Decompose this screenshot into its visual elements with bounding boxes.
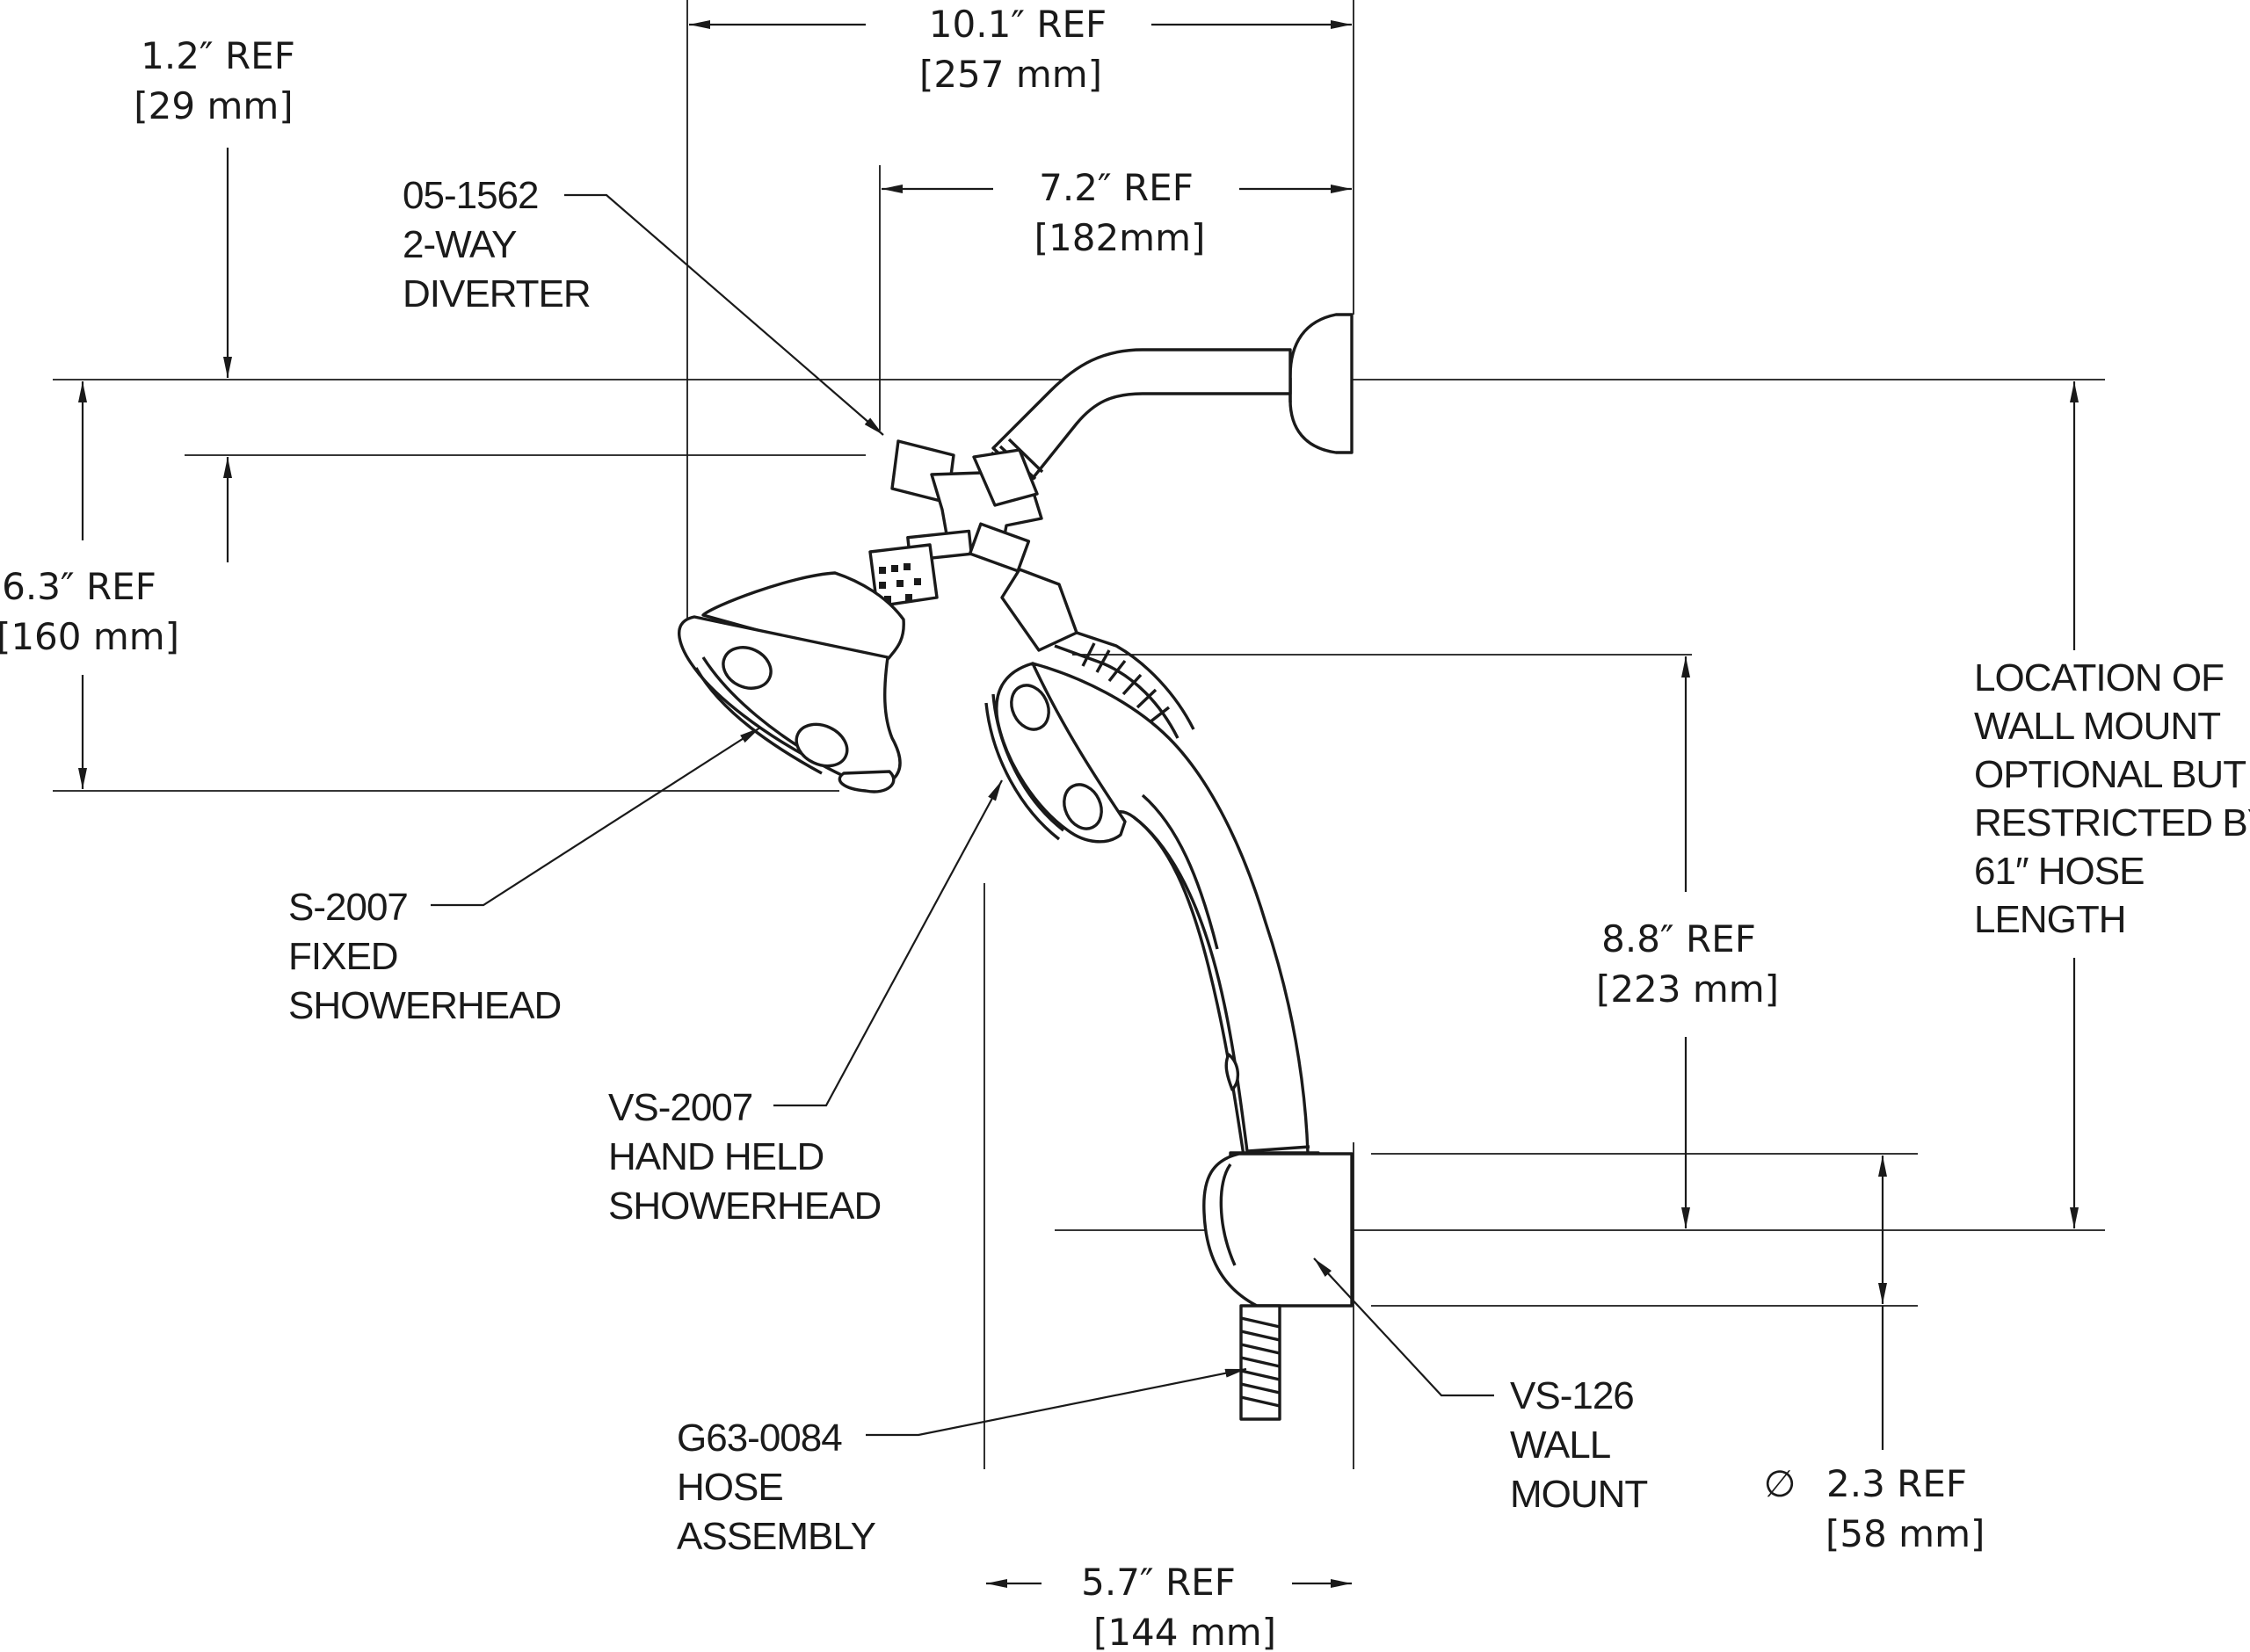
callout-fixed-showerhead: S-2007 FIXED SHOWERHEAD (288, 886, 562, 1027)
dim-overall-width-value: 10.1″ REF (929, 3, 1107, 46)
callout-diverter: 05-1562 2-WAY DIVERTER (403, 174, 592, 315)
dim-diverter-offset: 7.2″ REF [182mm] (882, 166, 1352, 259)
dim-overall-width-metric: [257 mm] (919, 53, 1102, 96)
dim-handheld-projection-value: 5.7″ REF (1081, 1561, 1236, 1604)
callout-fixed-showerhead-line3: SHOWERHEAD (288, 984, 561, 1027)
callout-handheld-showerhead-line2: HAND HELD (608, 1135, 824, 1178)
wall-flange (1288, 313, 1354, 454)
mount-location-note: LOCATION OF WALL MOUNT OPTIONAL BUT REST… (1974, 656, 2250, 941)
dim-diverter-offset-metric: [182mm] (1034, 216, 1206, 259)
callout-wall-mount: VS-126 WALL MOUNT (1510, 1374, 1648, 1516)
callout-hose-assembly-line1: G63-0084 (677, 1417, 842, 1460)
mount-note-line4: RESTRICTED BY (1974, 801, 2250, 844)
mount-note-line1: LOCATION OF (1974, 656, 2224, 699)
dim-handheld-height-metric: [223 mm] (1596, 967, 1779, 1011)
dim-handheld-height: 8.8″ REF [223 mm] (1596, 656, 1779, 1228)
callout-diverter-line3: DIVERTER (403, 272, 591, 315)
dim-mount-diameter: ∅ 2.3 REF [58 mm] (1764, 1156, 1985, 1555)
callout-hose-assembly-line3: ASSEMBLY (677, 1515, 876, 1558)
dim-handheld-projection-metric: [144 mm] (1093, 1611, 1276, 1652)
dim-arm-drop-metric: [29 mm] (134, 84, 293, 127)
callout-hose-assembly: G63-0084 HOSE ASSEMBLY (677, 1417, 877, 1558)
callout-wall-mount-line3: MOUNT (1510, 1473, 1647, 1516)
wall-mount-bracket (1202, 1152, 1354, 1308)
fixed-showerhead-connector (868, 543, 939, 608)
leader-lines (431, 193, 1494, 1437)
shower-arm (990, 348, 1292, 487)
dim-arm-drop: 1.2″ REF [29 mm] (134, 34, 295, 562)
callout-handheld-showerhead: VS-2007 HAND HELD SHOWERHEAD (608, 1086, 882, 1228)
dim-mount-diameter-metric: [58 mm] (1825, 1512, 1985, 1555)
diverter-body (890, 439, 1043, 573)
callout-hose-assembly-line2: HOSE (677, 1466, 783, 1509)
callout-diverter-line2: 2-WAY (403, 223, 517, 266)
mount-note-line3: OPTIONAL BUT (1974, 753, 2246, 796)
fixed-showerhead (678, 571, 905, 793)
callout-handheld-showerhead-line1: VS-2007 (608, 1086, 752, 1129)
hose-swivel (1000, 568, 1195, 739)
mount-note-line2: WALL MOUNT (1974, 705, 2220, 748)
mount-note-line5: 61″ HOSE (1974, 850, 2144, 893)
dim-diverter-offset-value: 7.2″ REF (1039, 166, 1194, 209)
dim-handheld-projection: 5.7″ REF [144 mm] (986, 1561, 1352, 1652)
dim-arm-drop-value: 1.2″ REF (141, 34, 295, 77)
callout-wall-mount-line1: VS-126 (1510, 1374, 1634, 1417)
hose-stub (1239, 1304, 1281, 1421)
callout-fixed-showerhead-line2: FIXED (288, 935, 398, 978)
dim-fixed-head-height-value: 6.3″ REF (2, 565, 156, 608)
callout-wall-mount-line2: WALL (1510, 1424, 1611, 1467)
dim-handheld-height-value: 8.8″ REF (1601, 917, 1756, 960)
mount-note-line6: LENGTH (1974, 898, 2125, 941)
callout-fixed-showerhead-line1: S-2007 (288, 886, 408, 929)
dim-mount-diameter-value: 2.3 REF (1826, 1462, 1967, 1505)
callout-diverter-line1: 05-1562 (403, 174, 538, 217)
diameter-symbol-icon: ∅ (1764, 1462, 1796, 1505)
dim-fixed-head-height-metric: [160 mm] (0, 615, 179, 658)
dim-overall-width: 10.1″ REF [257 mm] (689, 3, 1352, 96)
callout-handheld-showerhead-line3: SHOWERHEAD (608, 1185, 881, 1228)
dim-fixed-head-height: 6.3″ REF [160 mm] (0, 381, 179, 789)
handheld-showerhead (984, 662, 1320, 1165)
